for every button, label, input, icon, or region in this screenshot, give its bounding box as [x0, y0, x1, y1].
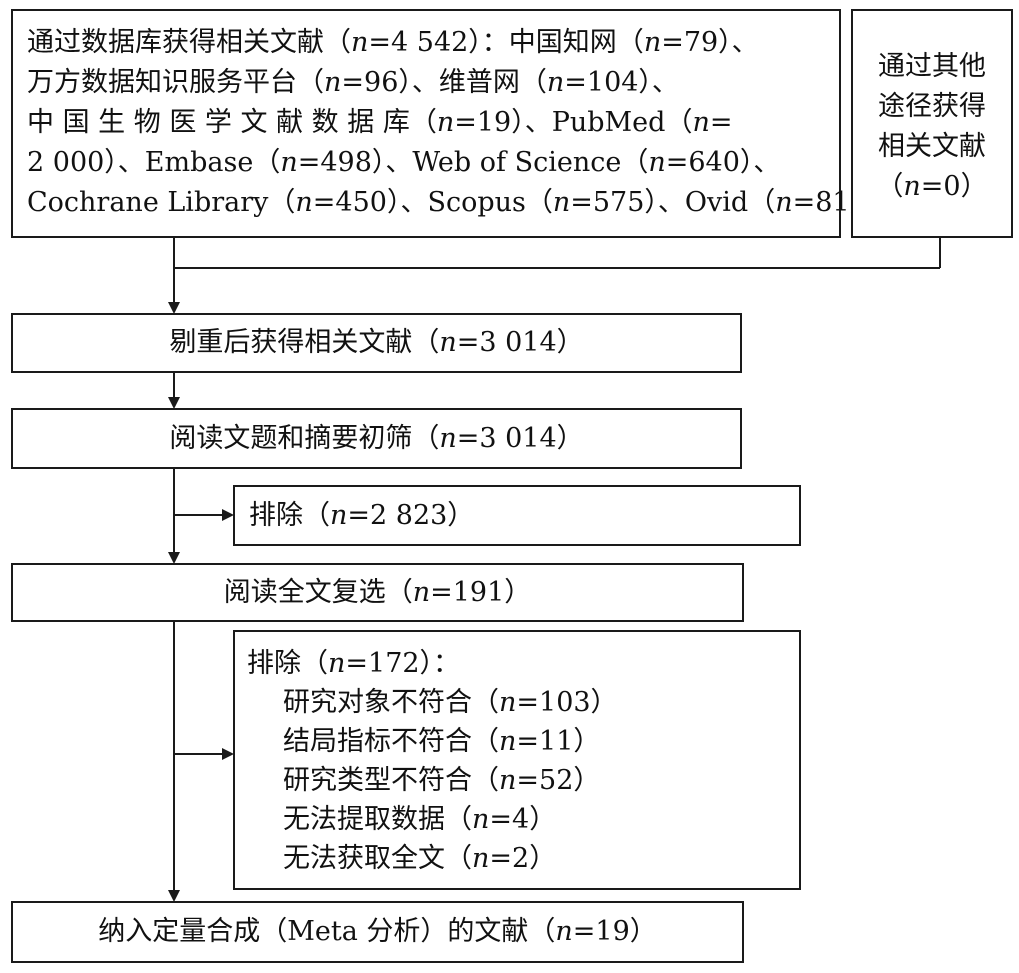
exclusion-2-box: 排除（n=172）： 研究对象不符合（n=103） 结局指标不符合（n=11） … [233, 630, 801, 890]
exclusion-1-text: 排除（n=2 823） [249, 500, 475, 531]
exclusion-reason-2: 结局指标不符合（n=11） [283, 726, 601, 757]
dedup-box: 剔重后获得相关文献（n=3 014） [11, 313, 742, 373]
exclusion-reason-3: 研究类型不符合（n=52） [283, 765, 601, 796]
databases-line-2: 万方数据知识服务平台（n=96）、维普网（n=104）、 [27, 67, 679, 98]
databases-box: 通过数据库获得相关文献（n=4 542）：中国知网（n=79）、 万方数据知识服… [11, 9, 877, 238]
included-box: 纳入定量合成（Meta 分析）的文献（n=19） [11, 901, 744, 963]
other-sources-line-3: 相关文献 [878, 131, 986, 162]
exclusion-reason-1: 研究对象不符合（n=103） [283, 687, 618, 718]
databases-line-1: 通过数据库获得相关文献（n=4 542）：中国知网（n=79）、 [27, 27, 759, 58]
other-sources-line-4: （n=0） [876, 171, 988, 202]
dedup-text: 剔重后获得相关文献（n=3 014） [169, 327, 584, 358]
other-sources-line-2: 途径获得 [878, 91, 986, 122]
fulltext-text: 阅读全文复选（n=191） [223, 577, 532, 608]
screening-box: 阅读文题和摘要初筛（n=3 014） [11, 408, 742, 469]
databases-line-3: 中 国 生 物 医 学 文 献 数 据 库（n=19）、PubMed（n= [27, 107, 733, 138]
exclusion-1-box: 排除（n=2 823） [233, 485, 801, 546]
other-sources-box: 通过其他 途径获得 相关文献 （n=0） [851, 9, 1013, 238]
databases-line-5: Cochrane Library（n=450）、Scopus（n=575）、Ov… [27, 187, 877, 218]
fulltext-box: 阅读全文复选（n=191） [11, 563, 744, 622]
exclusion-2-title: 排除（n=172）： [247, 648, 461, 679]
exclusion-reason-4: 无法提取数据（n=4） [283, 804, 557, 835]
screening-text: 阅读文题和摘要初筛（n=3 014） [169, 423, 584, 454]
included-text: 纳入定量合成（Meta 分析）的文献（n=19） [98, 916, 657, 947]
exclusion-reason-5: 无法获取全文（n=2） [283, 843, 557, 874]
databases-line-4: 2 000）、Embase（n=498）、Web of Science（n=64… [27, 147, 781, 178]
other-sources-line-1: 通过其他 [878, 51, 986, 82]
